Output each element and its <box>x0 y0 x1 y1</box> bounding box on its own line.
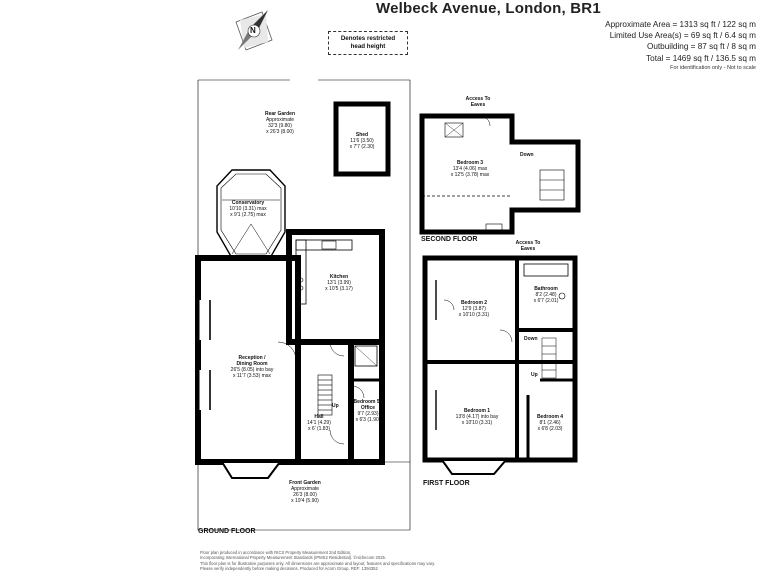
room-label-bedroom5: Bedroom 5 / Office 9'7 (2.93) x 6'3 (1.9… <box>353 399 383 423</box>
ground-floor-label: GROUND FLOOR <box>198 528 256 535</box>
footer-line: Please verify independently before makin… <box>200 566 378 572</box>
stairs-down-label: Down <box>520 152 534 158</box>
area-line: Outbuilding = 87 sq ft / 8 sq m <box>646 42 756 52</box>
second-floor-label: SECOND FLOOR <box>421 236 478 243</box>
room-label-reception: Reception / Dining Room 26'5 (8.05) into… <box>230 355 274 379</box>
room-label-bedroom1: Bedroom 1 13'8 (4.17) into bay x 10'10 (… <box>455 408 499 426</box>
restricted-height-legend: Denotes restricted head height <box>328 31 408 55</box>
legend-line: Denotes restricted <box>340 35 396 42</box>
second-floor-plan <box>419 113 581 235</box>
footer-line: This floor plan is for illustrative purp… <box>200 560 436 566</box>
room-label-shed: Shed 11'6 (3.50) x 7'7 (2.30) <box>349 132 375 150</box>
room-label-hall: Hall 14'1 (4.29) x 6' (1.83) <box>307 414 331 432</box>
room-label-bedroom2: Bedroom 2 12'9 (3.87) x 10'10 (3.31) <box>458 300 490 318</box>
legend-line: head height <box>350 43 386 50</box>
room-label-bathroom: Bathroom 8'2 (2.48) x 6'7 (2.01) <box>533 286 559 304</box>
ground-floor-plan <box>195 79 411 531</box>
page-title: Welbeck Avenue, London, BR1 <box>376 0 601 17</box>
compass-icon <box>235 10 273 51</box>
compass-north-label: N <box>250 26 256 35</box>
disclaimer-footer: Floor plan produced in accordance with R… <box>200 550 470 572</box>
stairs-up-label: Up <box>332 403 339 409</box>
room-label-bedroom4: Bedroom 4 8'1 (2.46) x 6'8 (2.03) <box>536 414 564 432</box>
room-label-bedroom3: Bedroom 3 13'4 (4.06) max x 12'5 (3.78) … <box>450 160 490 178</box>
access-eaves-label: Access To Eaves <box>515 240 541 252</box>
room-label-rear-garden: Rear Garden Approximate 32'3 (9.80) x 26… <box>264 111 295 135</box>
access-eaves-label: Access To Eaves <box>465 96 491 108</box>
area-line: Limited Use Area(s) = 69 sq ft / 6.4 sq … <box>609 31 756 41</box>
scale-note: For identification only - Not to scale <box>670 64 756 71</box>
room-label-conservatory: Conservatory 10'10 (3.31) max x 9'1 (2.7… <box>229 200 267 218</box>
stairs-down-label: Down <box>524 336 538 342</box>
area-line: Approximate Area = 1313 sq ft / 122 sq m <box>605 20 756 29</box>
footer-line: Incorporating International Property Mea… <box>200 555 387 561</box>
first-floor-label: FIRST FLOOR <box>423 480 470 487</box>
footer-line: Floor plan produced in accordance with R… <box>200 550 352 555</box>
first-floor-plan <box>422 255 578 475</box>
room-label-kitchen: Kitchen 13'1 (3.99) x 10'5 (3.17) <box>325 274 353 292</box>
area-line: Total = 1469 sq ft / 136.5 sq m <box>646 53 756 63</box>
room-label-front-garden: Front Garden Approximate 26'3 (8.00) x 1… <box>289 480 321 504</box>
area-summary: Approximate Area = 1313 sq ft / 122 sq m… <box>605 19 756 73</box>
stairs-up-label: Up <box>531 372 538 378</box>
